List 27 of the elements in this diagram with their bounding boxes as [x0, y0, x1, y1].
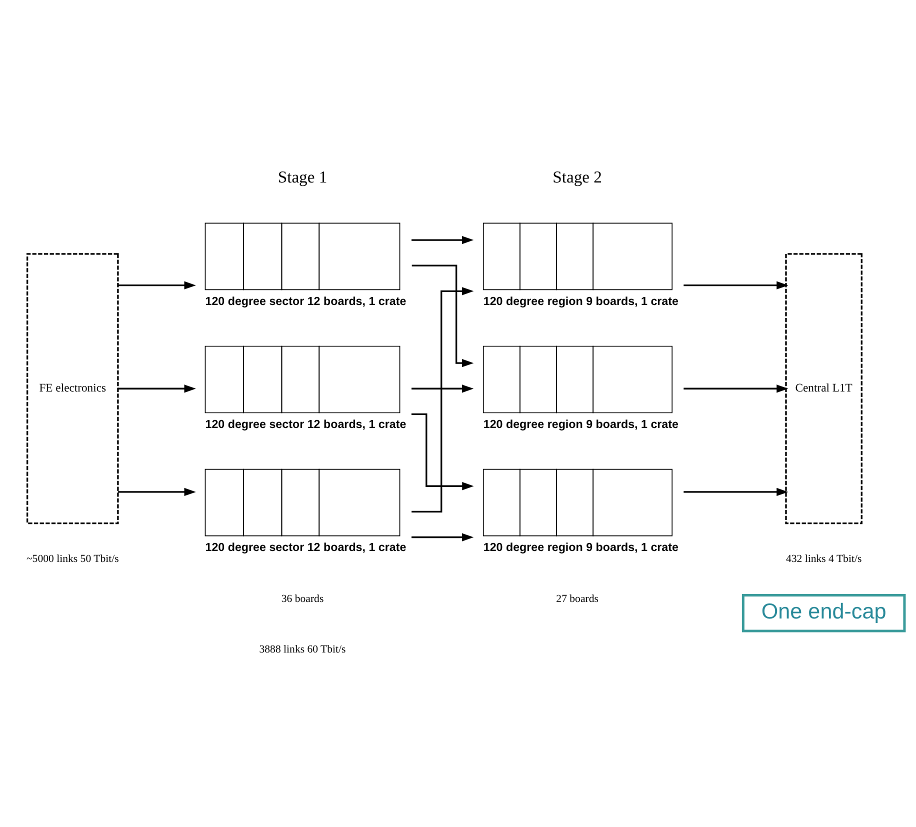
node-box: Central L1T	[785, 252, 862, 524]
node-label: 120 degree sector 12 boards, 1 crate	[205, 540, 406, 554]
arrow	[684, 487, 788, 496]
label: 3888 links 60 Tbit/s	[259, 643, 346, 656]
arrow	[412, 532, 474, 541]
arrow	[412, 384, 474, 392]
arrow	[412, 264, 474, 367]
label: ~5000 links 50 Tbit/s	[26, 552, 119, 564]
label: 432 links 4 Tbit/s	[786, 552, 862, 564]
arrow	[118, 487, 196, 496]
node-label: 120 degree sector 12 boards, 1 crate	[205, 417, 406, 430]
arrow	[118, 280, 196, 289]
label: Stage 2	[552, 166, 602, 186]
node-label: 120 degree region 9 boards, 1 crate	[483, 417, 678, 430]
label: 27 boards	[556, 592, 598, 604]
arrow	[684, 384, 788, 392]
label: 36 boards	[281, 592, 324, 604]
node-box: FE electronics	[26, 252, 119, 524]
arrow	[412, 235, 474, 244]
node-box: One end-cap	[742, 594, 906, 632]
node-label: 120 degree sector 12 boards, 1 crate	[205, 294, 406, 308]
node-label: 120 degree region 9 boards, 1 crate	[483, 294, 678, 308]
arrow	[684, 280, 788, 289]
arrow	[118, 384, 196, 392]
node-label: 120 degree region 9 boards, 1 crate	[483, 540, 678, 554]
label: Stage 1	[278, 166, 328, 186]
arrow	[412, 286, 474, 512]
